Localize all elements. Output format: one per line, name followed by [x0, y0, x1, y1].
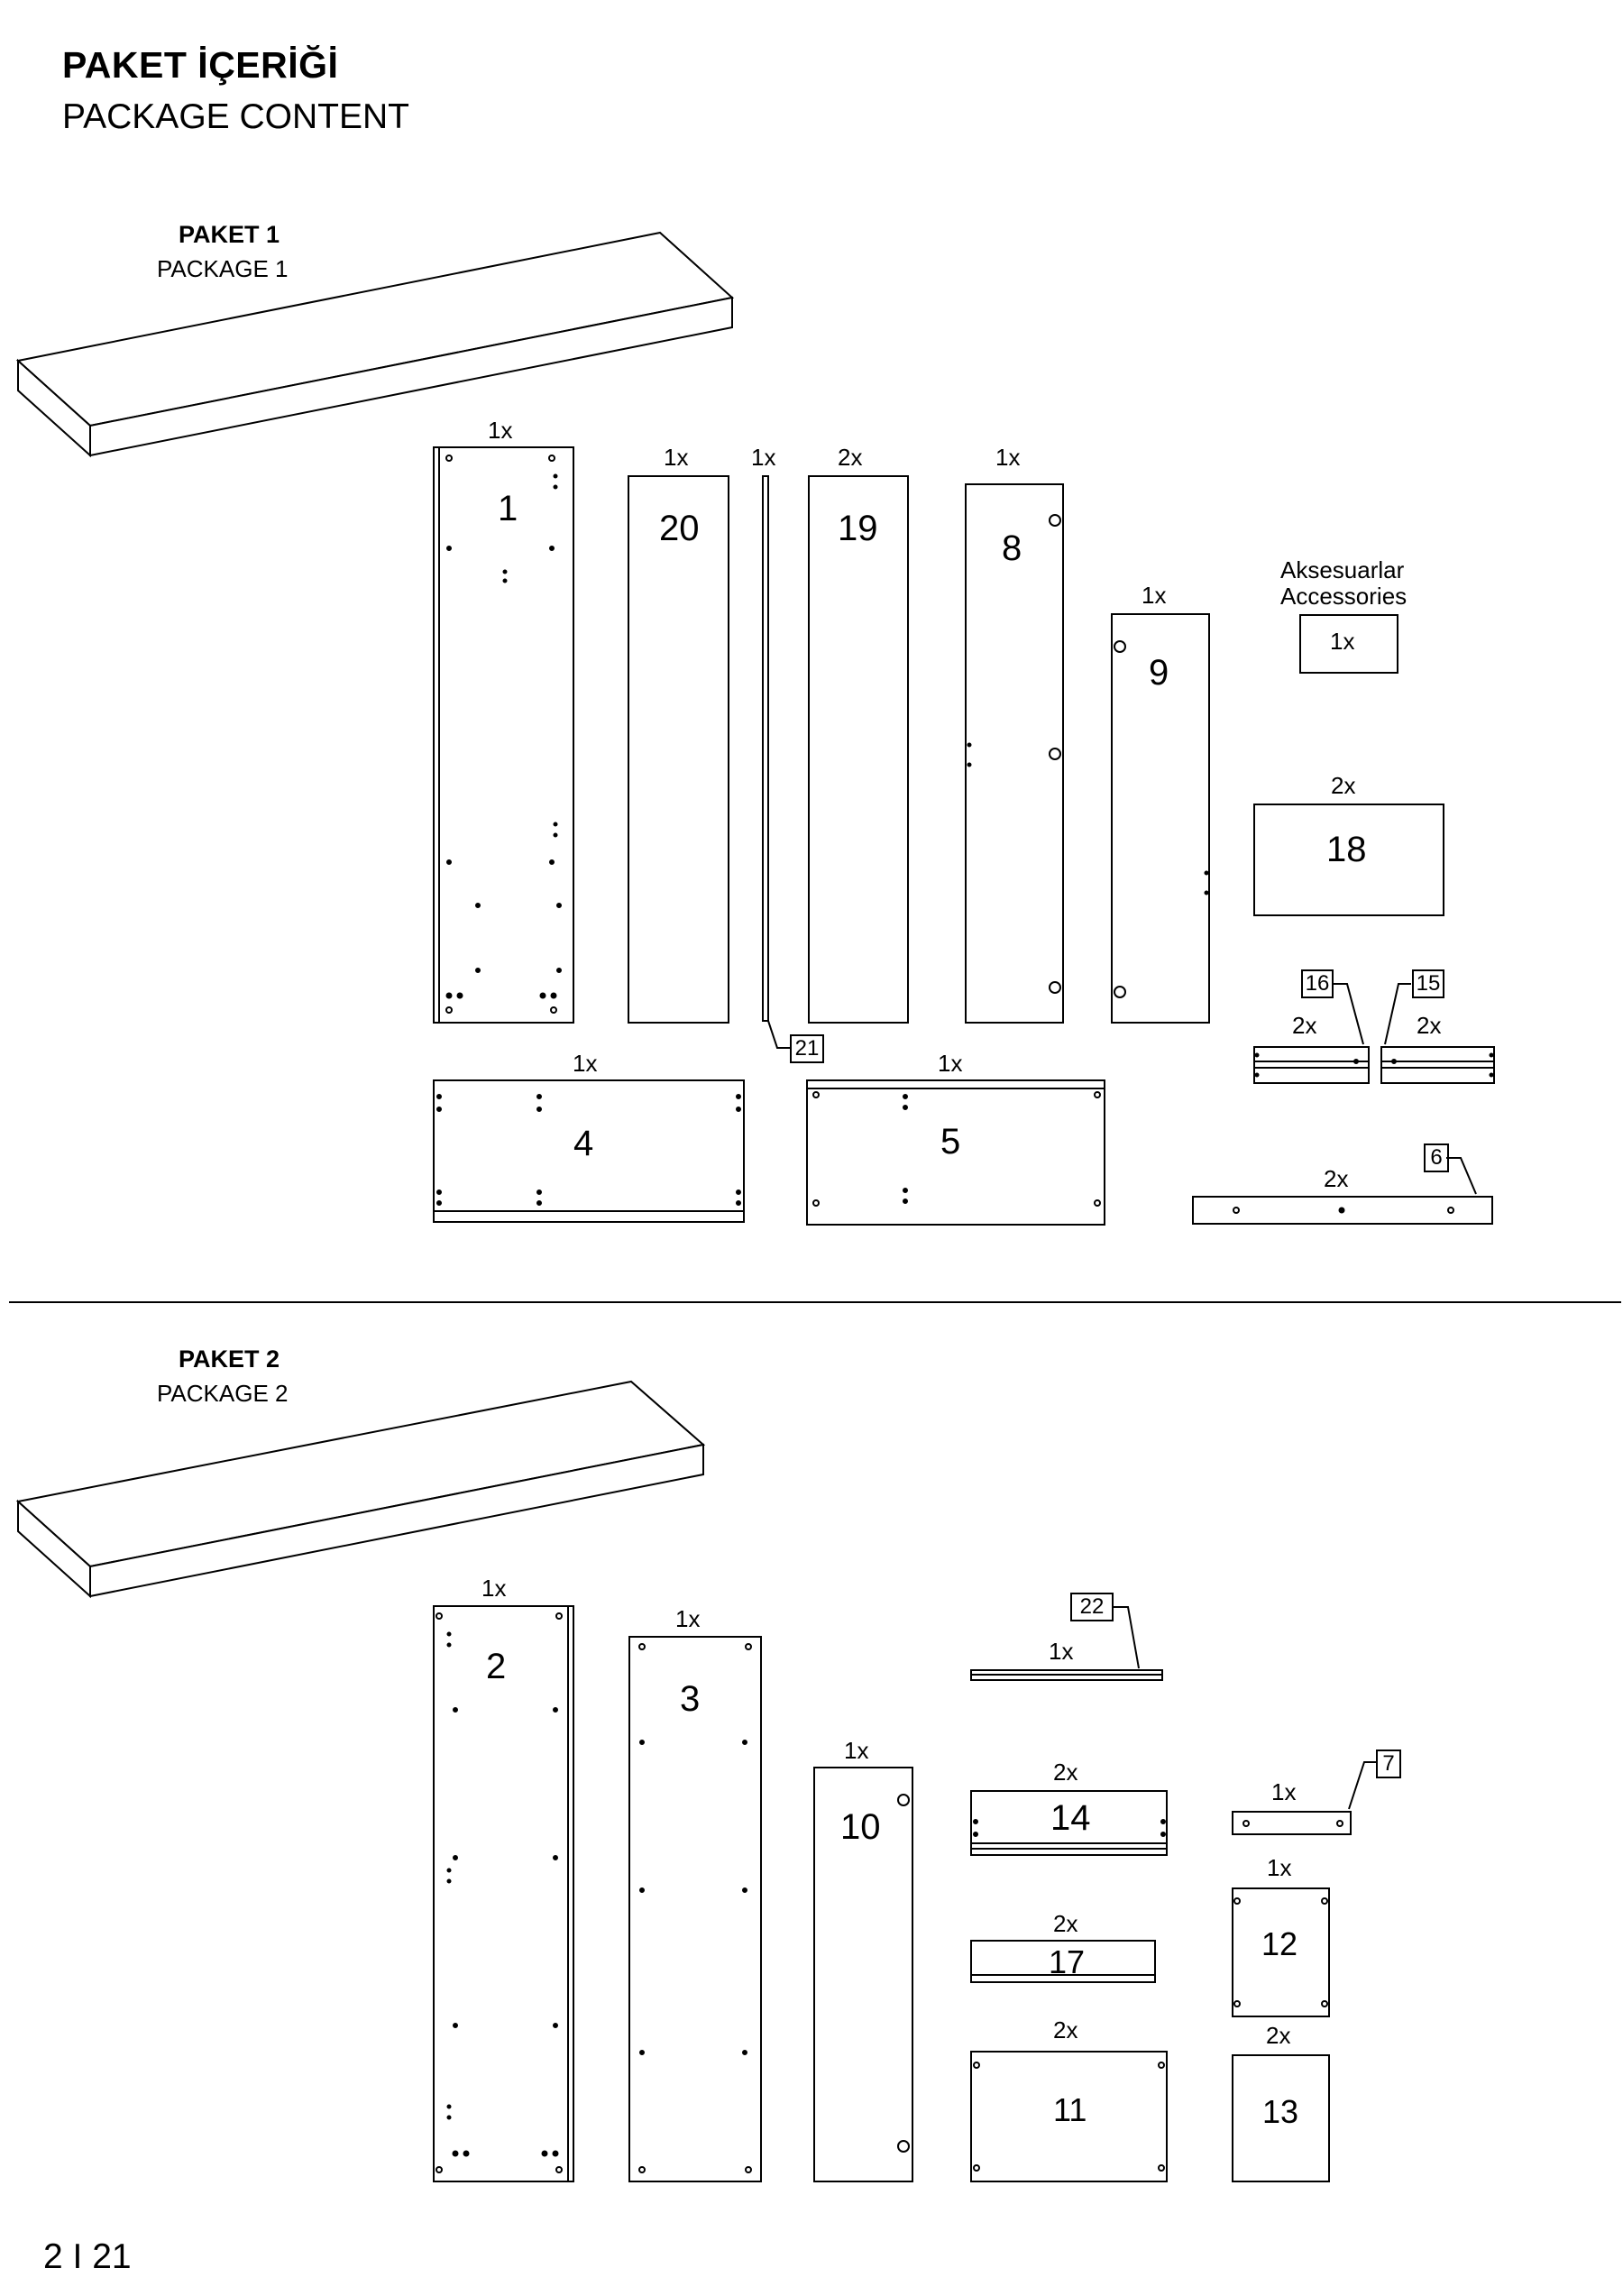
accessories-label-en: Accessories [1280, 583, 1408, 610]
package-divider [9, 1301, 1621, 1303]
part-21-tag: 21 [790, 1034, 824, 1063]
part-20-panel [628, 475, 729, 1024]
part-19-qty: 2x [838, 444, 863, 471]
part-19-panel [808, 475, 909, 1024]
part-10-panel [813, 1767, 913, 2182]
part-16-rail [1253, 983, 1370, 1084]
part-15-rail [1380, 983, 1495, 1084]
part-17-panel [970, 1940, 1156, 1983]
part-16-qty: 2x [1292, 1012, 1317, 1039]
part-9-qty: 1x [1142, 582, 1167, 609]
part-14-number: 14 [1050, 1798, 1091, 1838]
page-title-tr: PAKET İÇERİĞİ [62, 44, 339, 86]
package-2-label-en: PACKAGE 2 [157, 1380, 289, 1407]
part-2-qty: 1x [481, 1575, 507, 1602]
part-13-qty: 2x [1266, 2022, 1291, 2049]
part-21-qty: 1x [751, 444, 776, 471]
part-1-panel [433, 446, 574, 1024]
part-11-panel [970, 2051, 1168, 2182]
part-5-panel [806, 1079, 1105, 1226]
part-5-number: 5 [940, 1122, 961, 1162]
part-10-qty: 1x [844, 1737, 869, 1764]
part-1-number: 1 [498, 489, 518, 528]
part-18-panel [1253, 804, 1444, 916]
part-3-number: 3 [680, 1679, 701, 1719]
part-6-strip [1192, 1157, 1493, 1225]
part-3-qty: 1x [675, 1605, 701, 1632]
part-13-panel [1232, 2054, 1330, 2182]
page-title-en: PACKAGE CONTENT [62, 97, 409, 136]
accessories-box [1299, 614, 1398, 674]
part-22-qty: 1x [1049, 1638, 1074, 1665]
part-14-qty: 2x [1053, 1759, 1078, 1786]
part-7-tag: 7 [1376, 1750, 1401, 1778]
part-13-number: 13 [1262, 2093, 1299, 2130]
part-12-number: 12 [1261, 1925, 1298, 1962]
part-22-strip [970, 1606, 1163, 1681]
part-11-qty: 2x [1053, 2016, 1078, 2043]
part-4-qty: 1x [573, 1050, 598, 1077]
part-8-panel [965, 483, 1064, 1024]
page-number: 2 I 21 [43, 2237, 132, 2276]
accessories-qty: 1x [1330, 628, 1355, 655]
part-6-tag: 6 [1424, 1143, 1449, 1172]
accessories-label-tr: Aksesuarlar [1280, 556, 1405, 583]
part-17-qty: 2x [1053, 1910, 1078, 1937]
part-18-number: 18 [1326, 830, 1367, 869]
package-1-label-tr: PAKET 1 [179, 221, 280, 248]
part-15-tag: 15 [1412, 969, 1444, 998]
part-7-strip [1232, 1761, 1376, 1835]
part-20-number: 20 [659, 509, 700, 548]
part-9-number: 9 [1149, 653, 1169, 693]
part-8-qty: 1x [995, 444, 1021, 471]
part-12-panel [1232, 1887, 1330, 2017]
part-4-number: 4 [573, 1124, 594, 1163]
part-8-number: 8 [1002, 528, 1022, 568]
package-1-box-drawing [15, 231, 735, 458]
part-2-panel [433, 1605, 574, 2182]
part-7-qty: 1x [1271, 1778, 1297, 1805]
part-14-panel [970, 1790, 1168, 1856]
part-18-qty: 2x [1331, 772, 1356, 799]
package-2-label-tr: PAKET 2 [179, 1345, 280, 1373]
part-15-qty: 2x [1417, 1012, 1442, 1039]
part-20-qty: 1x [664, 444, 689, 471]
part-10-number: 10 [840, 1807, 881, 1847]
part-2-number: 2 [486, 1647, 507, 1686]
part-9-panel [1111, 613, 1210, 1024]
part-12-qty: 1x [1267, 1854, 1292, 1881]
part-5-qty: 1x [938, 1050, 963, 1077]
part-21-strip [762, 475, 790, 1049]
part-6-qty: 2x [1324, 1165, 1349, 1192]
part-1-qty: 1x [488, 417, 513, 444]
part-19-number: 19 [838, 509, 878, 548]
package-1-label-en: PACKAGE 1 [157, 255, 289, 282]
part-4-panel [433, 1079, 745, 1223]
part-11-number: 11 [1053, 2091, 1087, 2128]
package-2-box-drawing [15, 1380, 706, 1599]
part-22-tag: 22 [1070, 1593, 1114, 1621]
part-17-number: 17 [1049, 1943, 1086, 1980]
part-3-panel [628, 1636, 762, 2182]
part-16-tag: 16 [1301, 969, 1334, 998]
